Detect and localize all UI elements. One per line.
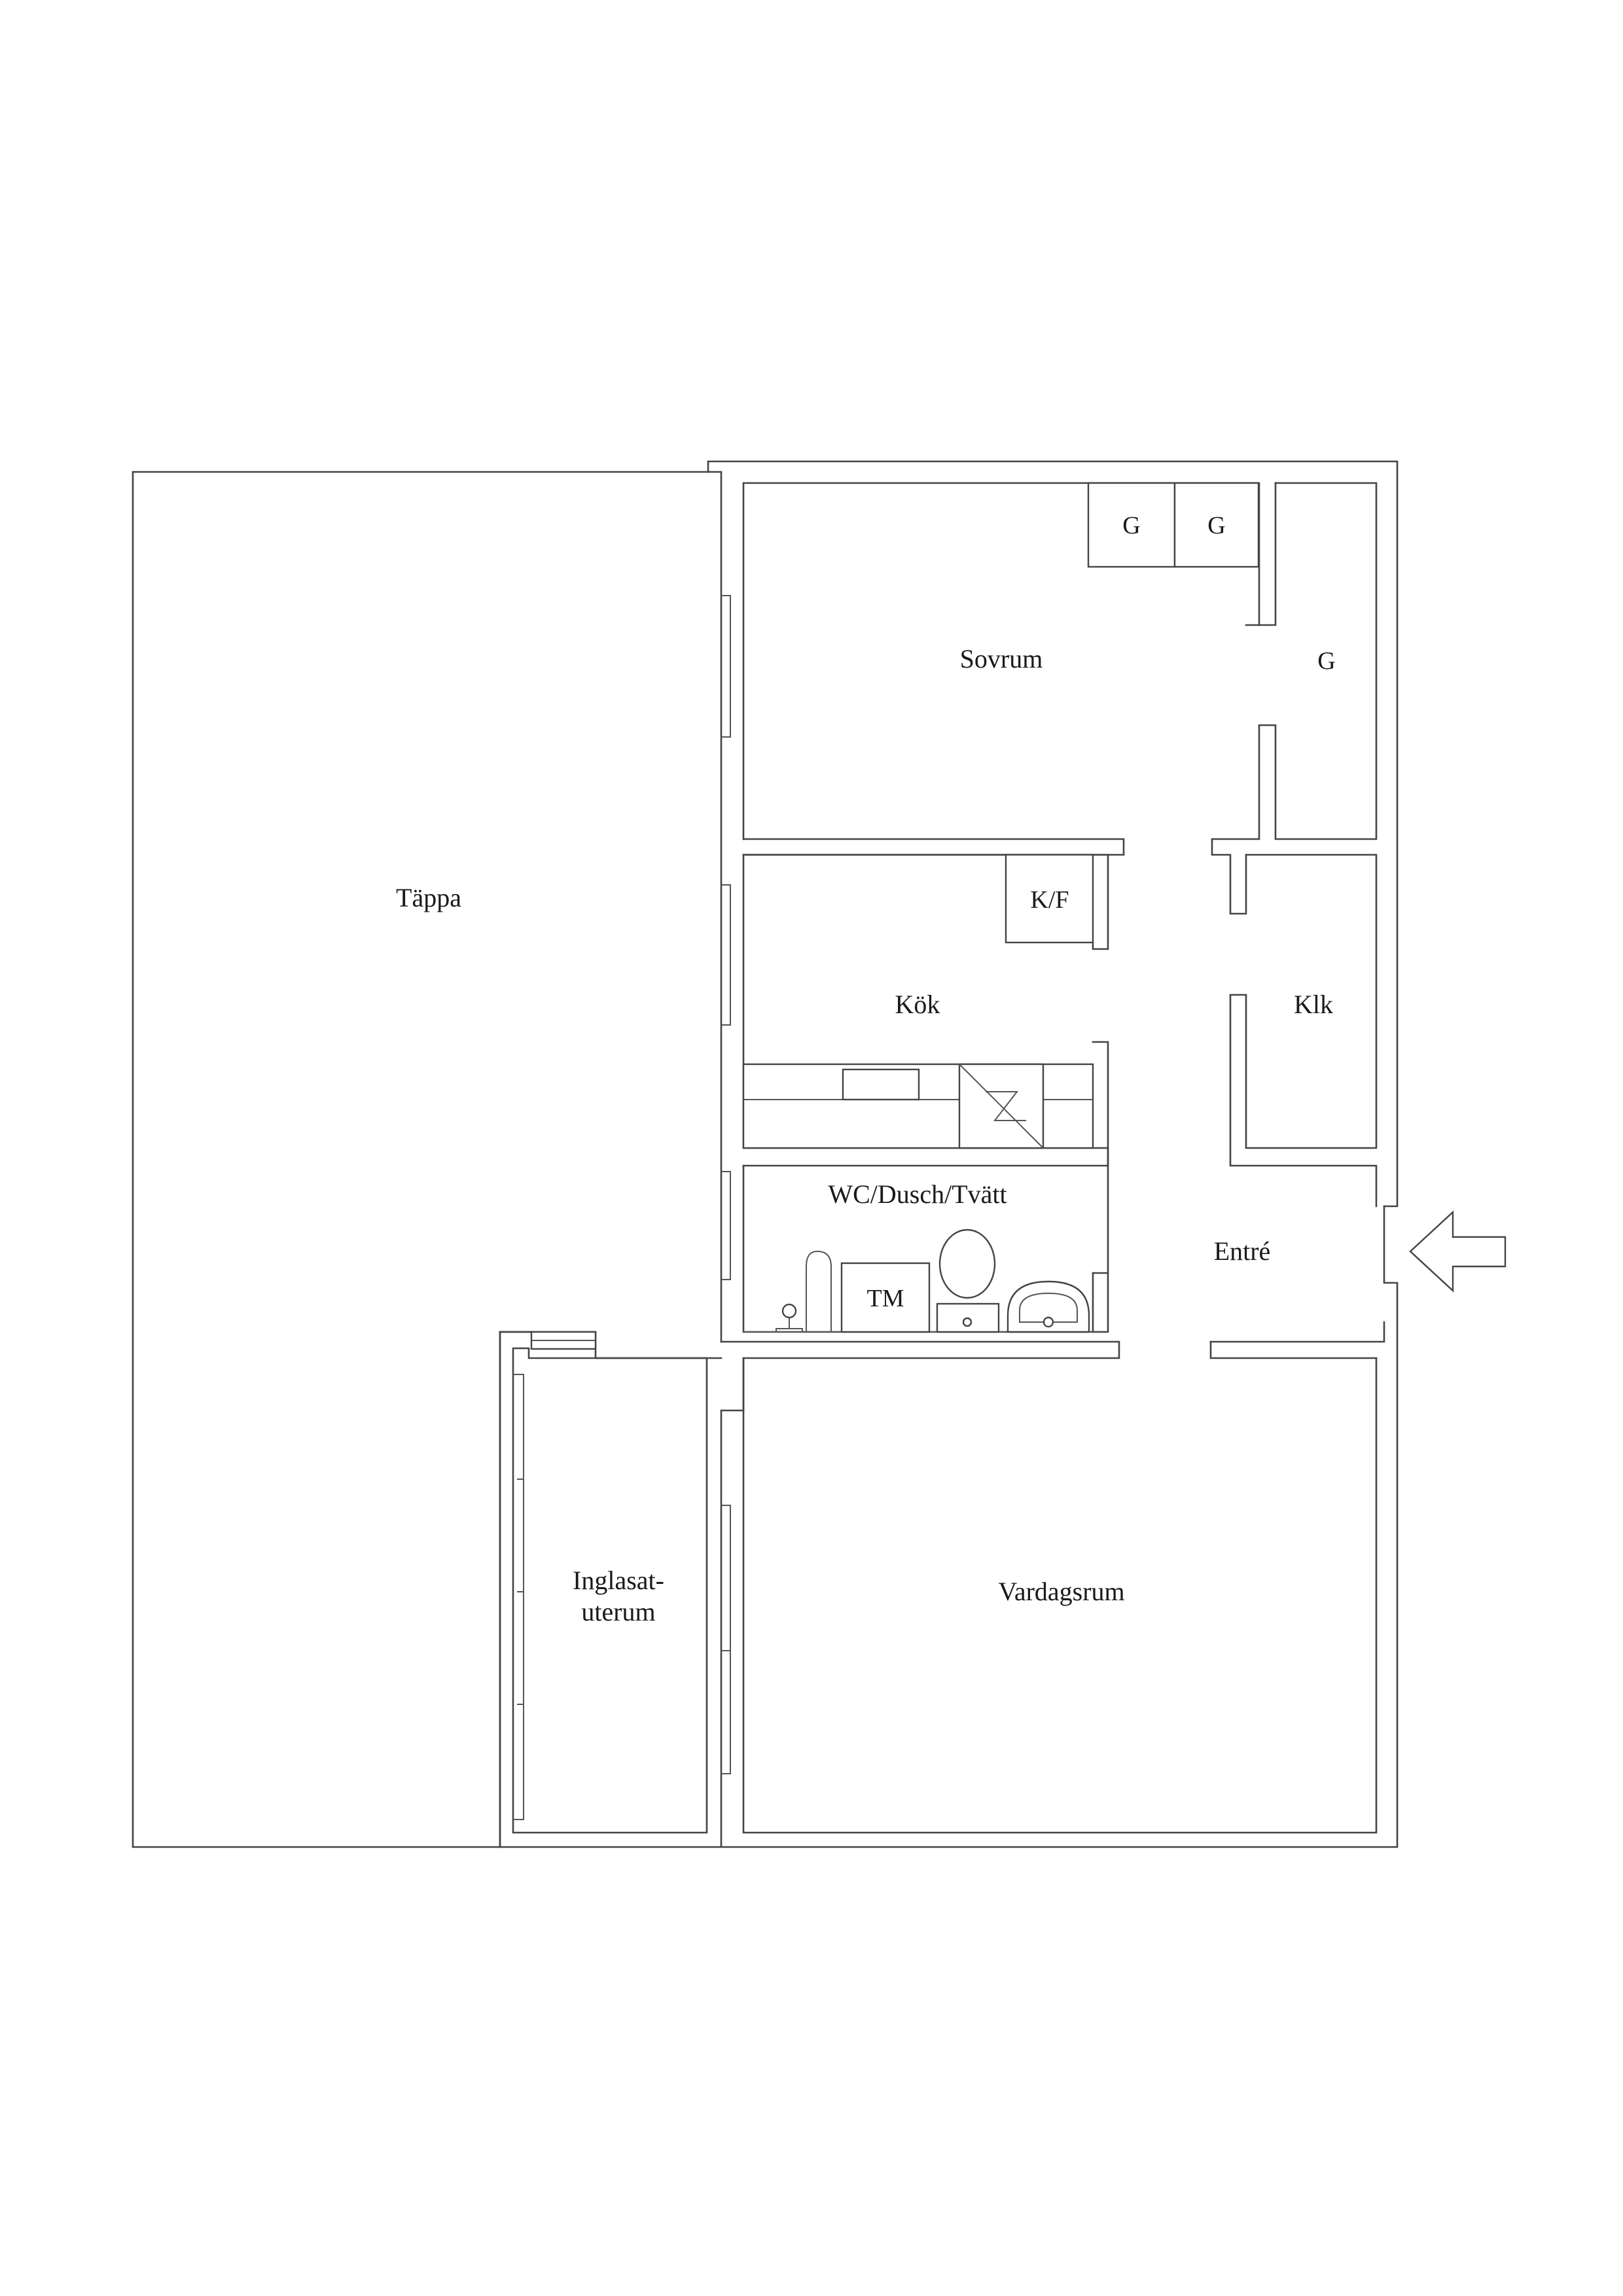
hall: [1209, 1321, 1385, 1359]
label-tm: TM: [867, 1285, 904, 1312]
entrance-arrow-icon: [1409, 1210, 1507, 1293]
toilet-icon: [936, 1229, 1000, 1333]
label-uterum-line1: Inglasat-: [573, 1566, 664, 1595]
label-kf: K/F: [1030, 886, 1069, 914]
label-klk: Klk: [1294, 990, 1333, 1019]
label-tappa: Täppa: [396, 883, 461, 912]
label-sovrum: Sovrum: [960, 644, 1043, 673]
cloakroom: [1229, 853, 1378, 1208]
sink-icon: [1007, 1280, 1090, 1333]
label-wc: WC/Dusch/Tvätt: [828, 1179, 1007, 1209]
label-kok: Kök: [895, 990, 940, 1019]
shower-icon: [776, 1250, 832, 1333]
label-entre: Entré: [1214, 1236, 1271, 1266]
living-room: [721, 1357, 1378, 1834]
washing-machine: [840, 1262, 931, 1333]
outer-wall: [499, 460, 1399, 1848]
wardrobes: [1087, 482, 1378, 915]
glazed-porch: [499, 1331, 722, 1848]
label-garderob-1: G: [1122, 512, 1140, 539]
label-garderob-2: G: [1207, 512, 1225, 539]
stove-icon: [958, 1063, 1044, 1149]
label-uterum-line2: uterum: [581, 1597, 655, 1626]
label-garderob-3: G: [1317, 647, 1335, 675]
garden-outline: [132, 471, 709, 1848]
label-vardagsrum: Vardagsrum: [998, 1577, 1124, 1606]
